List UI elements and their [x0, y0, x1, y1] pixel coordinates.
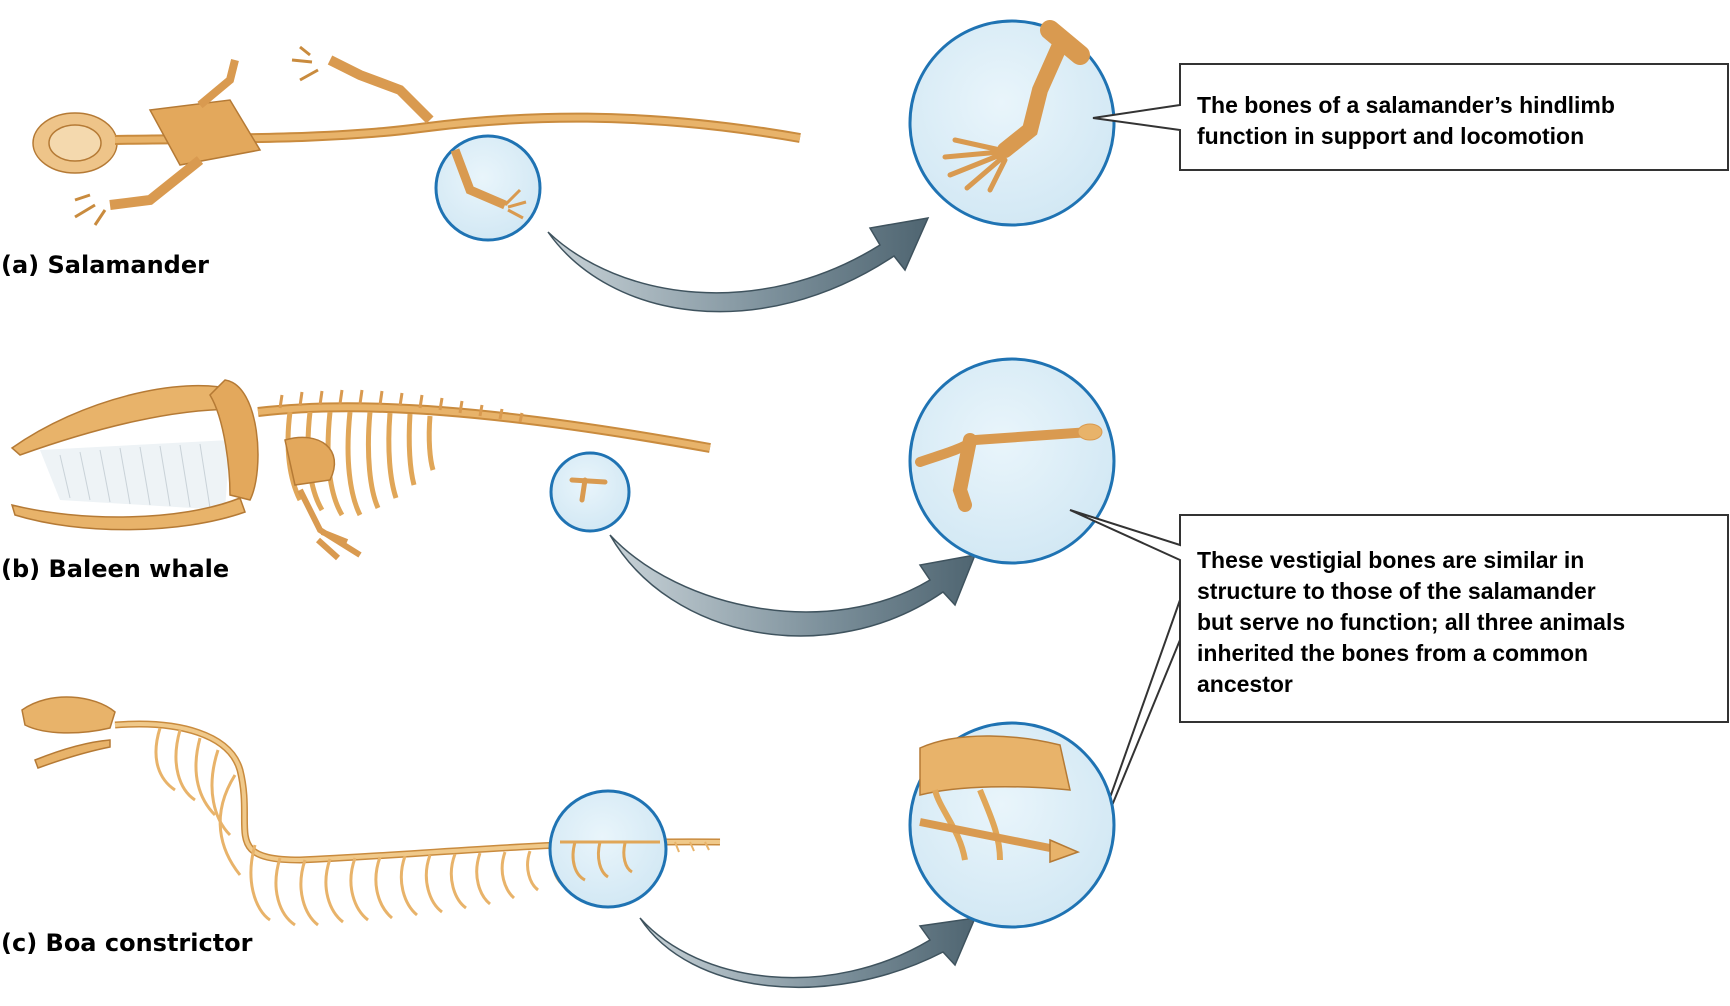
callout-vestigial-text: These vestigial bones are similar in str…	[1197, 545, 1697, 700]
callout-vestigial-line: inherited the bones from a common	[1197, 638, 1697, 669]
arrow-whale	[610, 535, 975, 636]
arrow-boa	[640, 918, 975, 987]
callout-hindlimb-line: function in support and locomotion	[1197, 121, 1717, 152]
callout-hindlimb-line: The bones of a salamander’s hindlimb	[1197, 90, 1717, 121]
whale-small-magnifier	[551, 453, 629, 531]
label-baleen-whale: (b) Baleen whale	[1, 555, 229, 583]
callout-hindlimb-text: The bones of a salamander’s hindlimb fun…	[1197, 90, 1717, 152]
callout-vestigial-line: These vestigial bones are similar in	[1197, 545, 1697, 576]
callout-vestigial-line: but serve no function; all three animals	[1197, 607, 1697, 638]
salamander-skeleton	[33, 47, 800, 225]
whale-large-magnifier	[910, 359, 1114, 563]
callout-vestigial-line: structure to those of the salamander	[1197, 576, 1697, 607]
arrow-salamander	[548, 218, 928, 312]
callout-vestigial-line: ancestor	[1197, 669, 1697, 700]
label-salamander: (a) Salamander	[1, 251, 209, 279]
boa-small-magnifier	[550, 791, 666, 907]
label-boa-constrictor: (c) Boa constrictor	[1, 929, 253, 957]
